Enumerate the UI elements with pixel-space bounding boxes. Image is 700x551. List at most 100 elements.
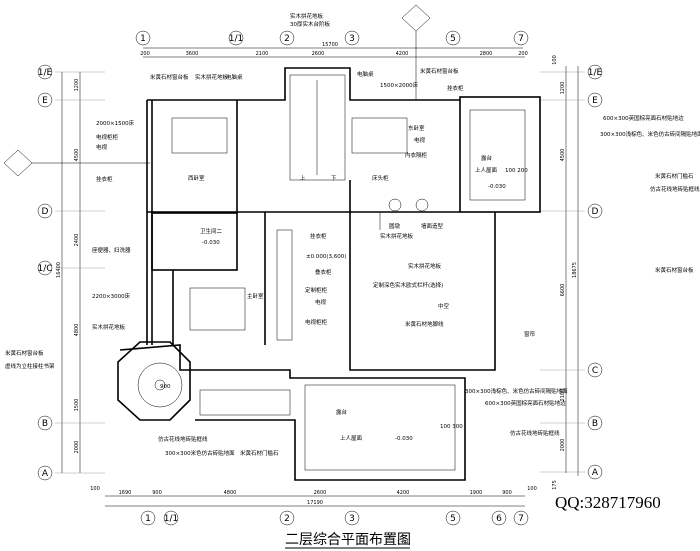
- annotation-label: 定制柜柜: [305, 286, 328, 294]
- axis-bottom-circle: [445, 510, 461, 526]
- dimension-text: 2400: [74, 234, 80, 247]
- annotation-label: 300×300浅棕色、米色仿古砖间隔贴地面: [600, 130, 700, 138]
- axis-left-circle: [37, 92, 53, 108]
- annotation-label: 米黄石材窗台板: [655, 266, 694, 274]
- dimension-text: 175: [552, 480, 558, 490]
- axis-right: C: [592, 366, 598, 376]
- annotation-label: 实木拼花地板: [408, 262, 442, 270]
- axis-right-circle: [587, 415, 603, 431]
- annotation-label: 米黄石材门槛石: [655, 172, 694, 180]
- axis-top: 2: [284, 34, 290, 44]
- annotation-label: 挂衣柜: [310, 232, 327, 240]
- annotation-label: 西卧室: [188, 174, 205, 182]
- dimension-text: 100: [552, 55, 558, 65]
- annotation-label: 中空: [438, 302, 450, 310]
- axis-left-circle: [37, 415, 53, 431]
- annotation-label: 上人屋面: [475, 166, 498, 174]
- axis-top: 5: [450, 34, 456, 44]
- annotation-label: 电视: [315, 298, 327, 306]
- annotation-label: 实木拼花地板: [195, 73, 229, 81]
- annotation-label: 米黄石材门槛石: [240, 449, 279, 457]
- annotation-label: 电视柜柜: [96, 133, 119, 141]
- annotation-label: ±0.000(3,600): [306, 254, 346, 260]
- axis-top-circle: [344, 30, 360, 46]
- axis-left: A: [42, 469, 49, 479]
- axis-top: 3: [349, 34, 355, 44]
- axis-right: E: [592, 96, 598, 106]
- axis-top-circle: [513, 30, 529, 46]
- dimension-text: 2100: [560, 389, 566, 402]
- axis-left: B: [42, 419, 48, 429]
- dimension-text: 6600: [560, 284, 566, 297]
- axis-bottom: 1: [145, 514, 151, 524]
- annotation-label: 内衣隔柜: [405, 151, 428, 159]
- dimension-text: 2800: [480, 51, 493, 57]
- annotation-label: 叠衣柜: [315, 268, 332, 276]
- axis-right-circle: [587, 64, 603, 80]
- annotation-label: 米黄石材窗台板: [5, 349, 44, 357]
- annotation-label: 挂衣柜: [447, 84, 464, 92]
- annotation-label: 1500×2000床: [380, 81, 419, 89]
- annotation-labels: 实木拼花地板30厚实木台阶板米黄石材窗台板实木拼花地板电脑桌电脑桌米黄石材窗台板…: [5, 12, 700, 457]
- axis-bottom-circle: [513, 510, 529, 526]
- annotation-label: 电视: [414, 136, 426, 144]
- annotation-label: 上: [300, 174, 306, 182]
- annotation-label: 露台: [336, 408, 348, 416]
- dimension-text: 2000: [560, 439, 566, 452]
- annotation-label: 2000×1500床: [96, 119, 135, 127]
- dimension-lines: [55, 47, 585, 507]
- annotation-label: 米黄石材窗台板: [420, 67, 459, 75]
- annotation-label: 卫生间二: [200, 227, 223, 235]
- dimension-text: 1690: [119, 490, 132, 496]
- axis-top-circle: [135, 30, 151, 46]
- dimension-text: 4800: [74, 324, 80, 337]
- axis-bottom-circle: [344, 510, 360, 526]
- dimension-text: 900: [502, 490, 512, 496]
- axis-left: E: [42, 96, 48, 106]
- annotation-label: -0.030: [395, 436, 413, 442]
- annotation-label: -0.030: [202, 240, 220, 246]
- axis-top: 1: [140, 34, 146, 44]
- annotation-label: 米黄石材窗台板: [150, 73, 189, 81]
- axis-bottom: 1/1: [164, 514, 178, 524]
- annotation-label: 东卧室: [408, 124, 425, 132]
- annotation-label: 600×300英国棕亮面石材贴地边: [603, 114, 684, 122]
- axis-left-circle: [37, 64, 53, 80]
- dimension-text: 900: [152, 490, 162, 496]
- axis-right-circle: [587, 92, 603, 108]
- dimension-text: 1900: [470, 490, 483, 496]
- drawing-scale: 1:60: [397, 540, 408, 546]
- index-symbol: [3, 4, 431, 177]
- axis-bottom: 3: [349, 514, 355, 524]
- annotation-label: 电脑桌: [226, 73, 243, 81]
- dimension-text: 200: [518, 51, 528, 57]
- dimension-text: 4200: [397, 490, 410, 496]
- dimension-text: 17190: [307, 500, 323, 506]
- annotation-label: 座便器、妇洗器: [92, 246, 131, 254]
- axis-bottom: 7: [518, 514, 524, 524]
- axis-bottom: 5: [450, 514, 456, 524]
- axis-top: 1/1: [229, 34, 243, 44]
- annotation-label: 挂衣柜: [96, 175, 113, 183]
- annotation-label: 窗帘: [524, 330, 536, 338]
- axis-top-circle: [228, 30, 244, 46]
- axis-top-circle: [279, 30, 295, 46]
- annotation-label: 仿古花线地砖贴框线: [510, 429, 560, 437]
- annotation-label: 墙面造型: [421, 222, 444, 230]
- annotation-label: 虚线为立柱接柱书架: [5, 362, 55, 370]
- axis-left: 1/C: [37, 264, 52, 274]
- axis-bottom: 2: [284, 514, 290, 524]
- axis-left: 1/E: [38, 68, 53, 78]
- axis-right: D: [592, 207, 599, 217]
- axis-right-circle: [587, 203, 603, 219]
- dimension-text: 1200: [74, 79, 80, 92]
- annotation-label: 仿古花线地砖贴框线: [650, 185, 700, 193]
- annotation-label: 600×300英国棕亮面石材贴地边: [485, 399, 566, 407]
- dimension-text: 100: [90, 486, 100, 492]
- annotation-label: 上人屋面: [340, 434, 363, 442]
- axis-bottom: 6: [496, 514, 502, 524]
- dimension-text: 4500: [560, 149, 566, 162]
- axis-bottom-circle: [140, 510, 156, 526]
- axis-left-circle: [37, 465, 53, 481]
